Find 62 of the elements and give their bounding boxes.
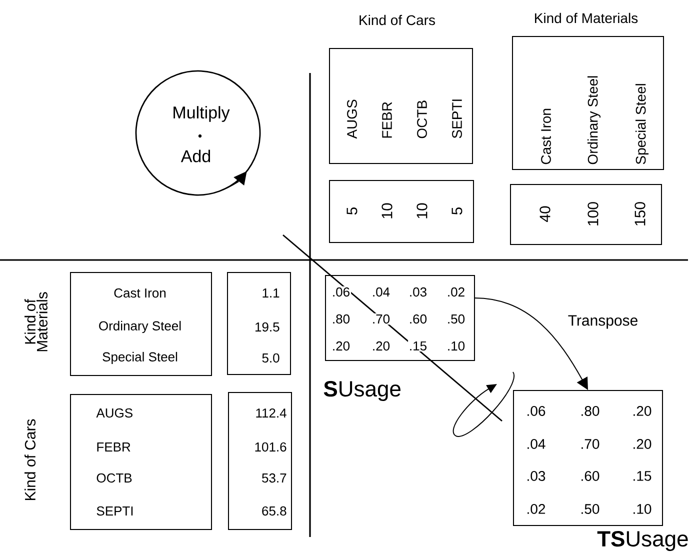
matrix-cell: .06 (330, 286, 352, 298)
matrix-cell: .02 (525, 503, 547, 515)
matrix-cell: .20 (631, 438, 653, 450)
row-label: Special Steel (635, 84, 649, 164)
matrix-cell: .20 (631, 405, 653, 417)
row-label: Ordinary Steel (99, 320, 181, 334)
axis-heading: Kind of Materials (24, 292, 48, 352)
matrix-cell: .03 (408, 286, 428, 298)
matrix-cell: .06 (525, 405, 547, 417)
result-value: 112.4 (256, 408, 286, 418)
row-label: Cast Iron (114, 288, 166, 298)
column-heading: Kind of Cars (360, 14, 435, 26)
matrix-cell: .04 (370, 286, 392, 298)
quantity-value: 150 (634, 202, 646, 226)
matrix-cell: .02 (446, 286, 466, 298)
edge-label: Transpose (568, 315, 638, 329)
row-label: FEBR (97, 442, 130, 452)
quantity-value: 5 (346, 207, 358, 215)
row-label: Cast Iron (541, 108, 551, 164)
matrix-cell: .10 (446, 340, 466, 352)
row-label: OCTB (417, 100, 427, 138)
matrix-cell: .04 (525, 438, 547, 450)
row-label: Special Steel (102, 352, 178, 364)
operation-label: Add (180, 150, 210, 162)
result-value: 101.6 (255, 442, 286, 452)
matrix-cell: .10 (631, 503, 653, 515)
column-heading: Kind of Materials (535, 12, 638, 24)
matrix-cell: .15 (408, 340, 428, 352)
matrix-cell: .60 (408, 313, 428, 325)
matrix-title: TSUsage (597, 531, 688, 551)
row-label: FEBR (382, 102, 392, 138)
row-label: AUGS (347, 100, 357, 139)
matrix-cell: .80 (579, 405, 601, 417)
row-label: SEPTI (96, 506, 133, 516)
matrix-title: SUsage (324, 381, 400, 401)
matrix-cell: .80 (330, 313, 352, 325)
quantity-value: 100 (588, 202, 598, 226)
matrix-cell: .15 (631, 470, 653, 482)
matrix-cell: .50 (579, 503, 601, 515)
result-value: 19.5 (256, 322, 280, 332)
matrix-cell: .20 (330, 340, 352, 352)
result-value: 65.8 (262, 506, 286, 516)
row-label: AUGS (96, 408, 132, 418)
row-label: OCTB (96, 473, 132, 483)
quantity-value: 40 (540, 206, 550, 222)
arrow (474, 298, 588, 390)
matrix-cell: .60 (579, 470, 601, 482)
quantity-value: 10 (382, 203, 392, 218)
operation-label: Multiply (174, 106, 230, 122)
row-label: Ordinary Steel (587, 76, 601, 164)
matrix-cell: .70 (370, 313, 392, 325)
matrix-cell: .03 (525, 470, 547, 482)
axis-heading: Kind of Cars (24, 419, 36, 500)
result-value: 53.7 (262, 473, 286, 483)
quantity-value: 5 (452, 207, 462, 215)
quantity-value: 10 (416, 203, 428, 218)
row-label: SEPTI (452, 100, 462, 138)
result-value: 5.0 (262, 353, 280, 363)
matrix-cell: .20 (370, 340, 392, 352)
matrix-cell: .70 (579, 438, 601, 450)
matrix-cell: .50 (446, 313, 466, 325)
result-value: 1.1 (262, 288, 280, 298)
